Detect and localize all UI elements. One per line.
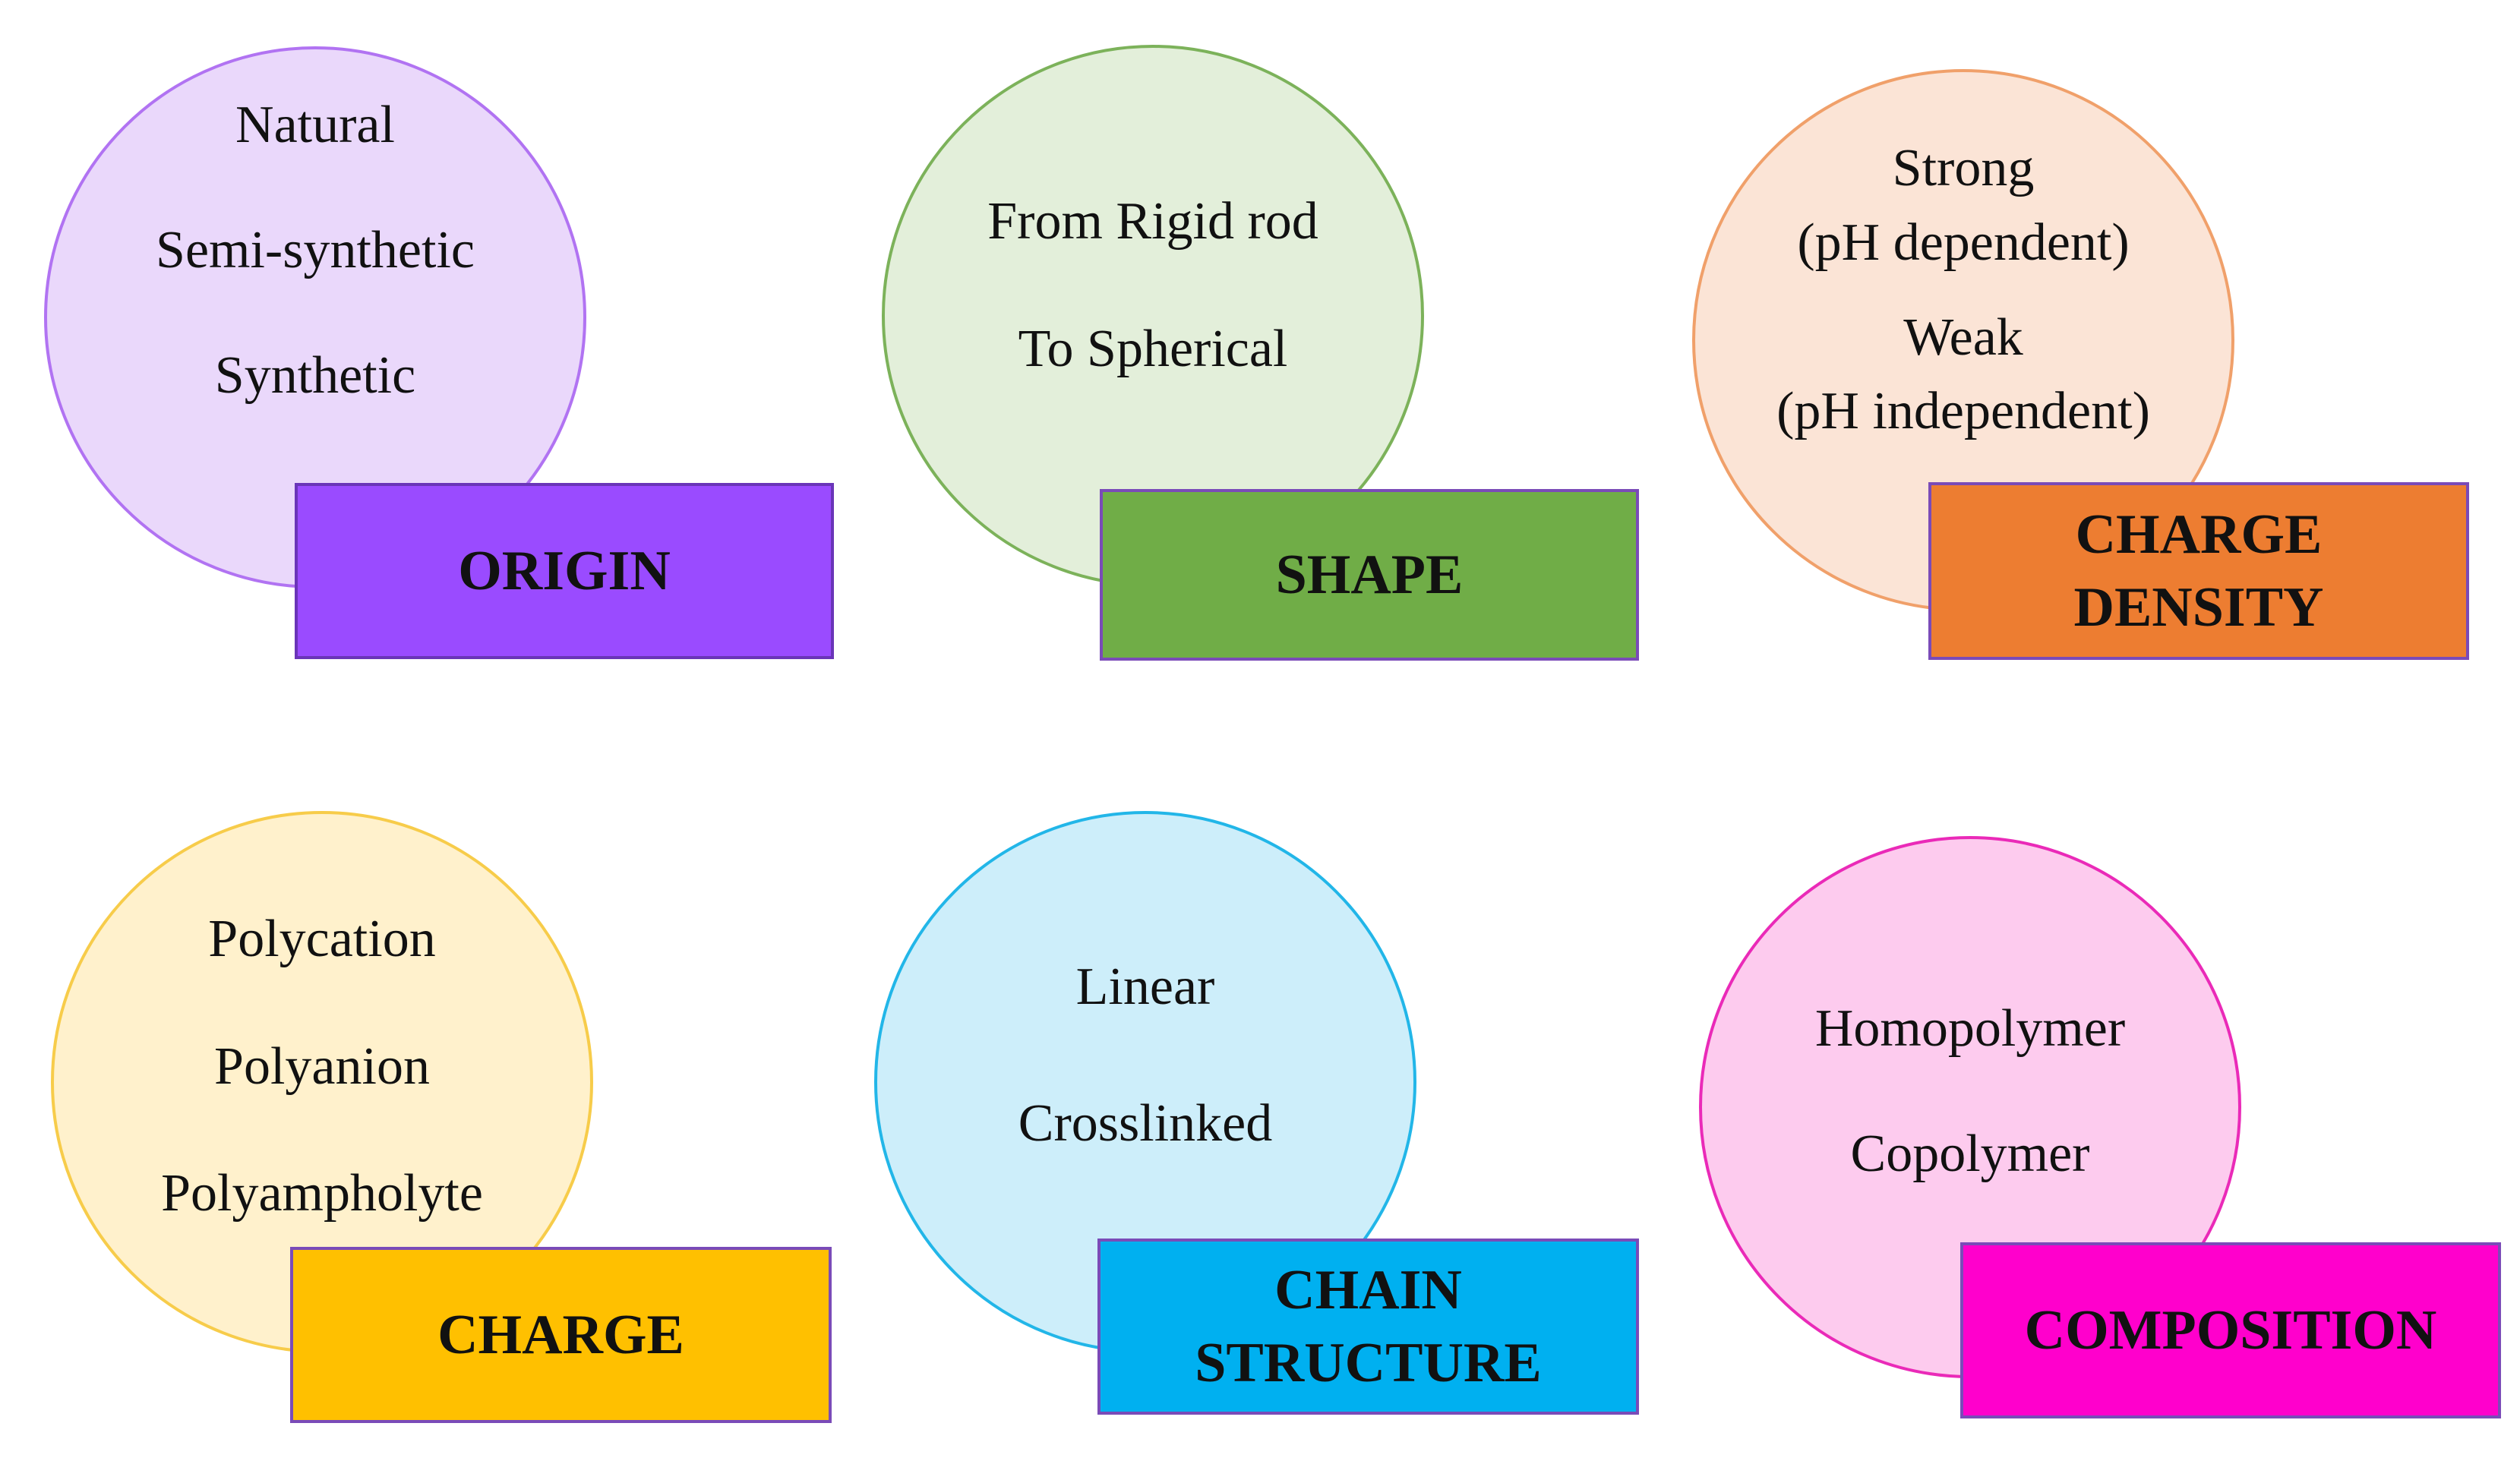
- category-item-shape-0: From Rigid rod: [987, 192, 1318, 251]
- category-label-box-charge: [290, 1247, 832, 1423]
- category-label-box-composition: [1960, 1242, 2501, 1418]
- category-label-box-shape: [1100, 489, 1639, 661]
- category-item-origin-1: Semi-synthetic: [156, 221, 475, 279]
- category-item-charge-density-0: Strong: [1892, 139, 2035, 197]
- category-label-shape-line-0: SHAPE: [1275, 544, 1464, 606]
- category-item-charge-0: Polycation: [208, 910, 436, 968]
- category-label-composition-line-0: COMPOSITION: [2024, 1299, 2437, 1362]
- category-label-box-charge-density: [1928, 482, 2469, 660]
- category-item-origin-2: Synthetic: [214, 346, 416, 405]
- category-label-origin-line-0: ORIGIN: [458, 540, 671, 602]
- category-item-charge-density-1: (pH dependent): [1797, 213, 2130, 272]
- category-item-charge-density-3: (pH independent): [1776, 382, 2150, 440]
- category-item-composition-1: Copolymer: [1850, 1125, 2090, 1183]
- category-item-origin-0: Natural: [235, 96, 395, 154]
- category-label-chain-structure-line-1: STRUCTURE: [1195, 1332, 1542, 1394]
- category-label-chain-structure-line-0: CHAIN: [1274, 1259, 1462, 1321]
- category-label-charge-line-0: CHARGE: [437, 1304, 684, 1366]
- category-item-charge-density-2: Weak: [1903, 308, 2023, 367]
- category-item-shape-1: To Spherical: [1018, 320, 1288, 378]
- category-item-charge-1: Polyanion: [214, 1037, 430, 1096]
- category-item-composition-0: Homopolymer: [1814, 999, 2126, 1058]
- category-label-charge-density-line-0: CHARGE: [2075, 503, 2323, 566]
- category-item-chain-structure-0: Linear: [1075, 958, 1215, 1016]
- category-item-chain-structure-1: Crosslinked: [1018, 1094, 1273, 1153]
- category-label-charge-density-line-1: DENSITY: [2073, 576, 2324, 639]
- category-item-charge-2: Polyampholyte: [161, 1164, 483, 1223]
- category-label-box-origin: [295, 483, 834, 659]
- category-label-box-chain-structure: [1097, 1239, 1639, 1415]
